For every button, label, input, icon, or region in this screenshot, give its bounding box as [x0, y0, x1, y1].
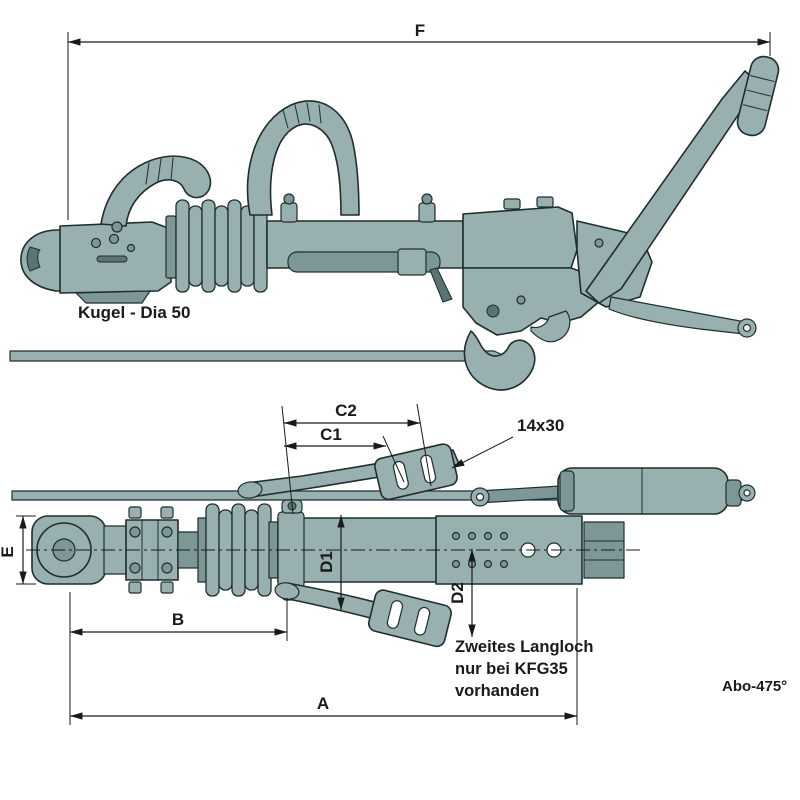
dim-b: B: [70, 598, 288, 641]
brake-housing-upper: [462, 206, 578, 269]
kugel-label: Kugel - Dia 50: [78, 303, 190, 322]
frame-hole: [483, 559, 493, 569]
head-underside: [75, 290, 151, 304]
bellows-rib: [201, 199, 216, 293]
soft-handle: [246, 100, 360, 216]
frame-hole: [451, 559, 461, 569]
clamp-bolt: [129, 562, 141, 574]
housing-tab: [503, 198, 521, 210]
brake-rod: [429, 267, 453, 303]
dim-a: A: [69, 588, 578, 725]
clamp-bolt: [161, 562, 173, 574]
dim-f-label: F: [415, 21, 425, 40]
upper-slot-plate: [374, 443, 458, 501]
plan-view: E C2 C1 14x30 D1 D2: [0, 401, 787, 725]
tube-fitting-bolt: [283, 193, 295, 205]
handle-pivot-bolt: [111, 221, 123, 233]
socket-opening: [26, 246, 41, 272]
dim-d1: D1: [317, 515, 345, 610]
slot-hole: [386, 600, 404, 629]
release-handle-ribs: [145, 157, 174, 185]
dim-c2-ext-right: [416, 403, 432, 487]
tube-fitting: [418, 202, 436, 223]
slot-label: 14x30: [517, 416, 564, 435]
frame-hole: [467, 531, 477, 541]
tube-fitting-bolt: [421, 193, 433, 205]
dim-f: F: [67, 21, 771, 220]
dim-d2: D2: [448, 549, 476, 637]
slot-leader: [451, 436, 514, 469]
side-view: F Kugel - Dia 50: [9, 21, 780, 391]
soft-handle-ribs: [282, 102, 322, 129]
dim-e: E: [0, 515, 36, 585]
release-handle: [100, 155, 212, 227]
damper-cylinder: [557, 467, 729, 515]
bellows-rib: [188, 205, 203, 287]
bolt-head: [128, 581, 142, 594]
note-line-3: vorhanden: [455, 682, 539, 700]
bellows-rib: [175, 199, 190, 293]
frame-hole: [451, 531, 461, 541]
frame-end-lines: [583, 540, 625, 561]
bellows-collar: [165, 215, 177, 279]
pivot-hole: [486, 304, 500, 318]
slot-hole: [413, 606, 431, 636]
note-line-1: Zweites Langloch: [455, 638, 593, 656]
housing-tab: [536, 196, 554, 208]
link-rod: [608, 296, 753, 335]
rivet: [126, 243, 136, 253]
dim-e-label: E: [0, 546, 17, 557]
dim-b-label: B: [172, 610, 184, 629]
bellows-rib: [240, 205, 255, 287]
rivet: [108, 233, 120, 245]
dim-c-ext-left: [281, 405, 294, 515]
dim-c1-ext-right: [382, 435, 405, 483]
bellows-rib: [227, 199, 242, 293]
reference-label: Abo-475°: [722, 678, 787, 695]
note-line-2: nur bei KFG35: [455, 660, 568, 678]
mount-bolt: [594, 238, 604, 248]
handbrake-lever: [585, 70, 760, 304]
damper-end-hole: [743, 489, 751, 497]
pivot-hole: [516, 295, 526, 305]
clamp-bolt: [129, 526, 141, 538]
lower-slot-plate: [367, 589, 452, 648]
grip-ribs: [742, 75, 775, 112]
damper-collar: [559, 470, 575, 512]
ball-socket: [20, 229, 63, 292]
slot-callout: 14x30: [451, 416, 564, 469]
rivet: [90, 237, 102, 249]
rod-eyelet-hole: [742, 323, 752, 333]
trigger-hook: [463, 330, 536, 391]
dim-c1-label: C1: [320, 425, 342, 444]
latch-hook: [530, 310, 571, 343]
head-slot: [96, 255, 128, 263]
damper-eyelet-hole: [475, 492, 485, 502]
bolt-head: [160, 581, 174, 594]
dim-c2-label: C2: [335, 401, 357, 420]
lower-lever-end: [274, 582, 300, 600]
bolt-head: [128, 506, 142, 519]
dim-d1-label: D1: [317, 551, 336, 573]
tube-fitting: [280, 202, 298, 223]
grip-body: [736, 55, 780, 137]
slot-plate: [367, 589, 452, 648]
dim-a-label: A: [317, 694, 329, 713]
bellows-rib: [214, 205, 229, 287]
damper-mount: [397, 248, 427, 276]
bolt-head: [160, 506, 174, 519]
dim-d2-label: D2: [448, 582, 467, 604]
frame-hole: [483, 531, 493, 541]
frame-hole: [499, 531, 509, 541]
clamp-bolt: [161, 526, 173, 538]
upper-lever-end: [237, 481, 263, 499]
drawbar-side: [9, 350, 507, 362]
bellows-side: [165, 199, 268, 293]
lever-grip: [736, 55, 780, 137]
frame-hole: [499, 559, 509, 569]
dim-c2-c1: C2 C1: [281, 401, 432, 515]
note-block: Zweites Langloch nur bei KFG35 vorhanden: [455, 638, 593, 700]
